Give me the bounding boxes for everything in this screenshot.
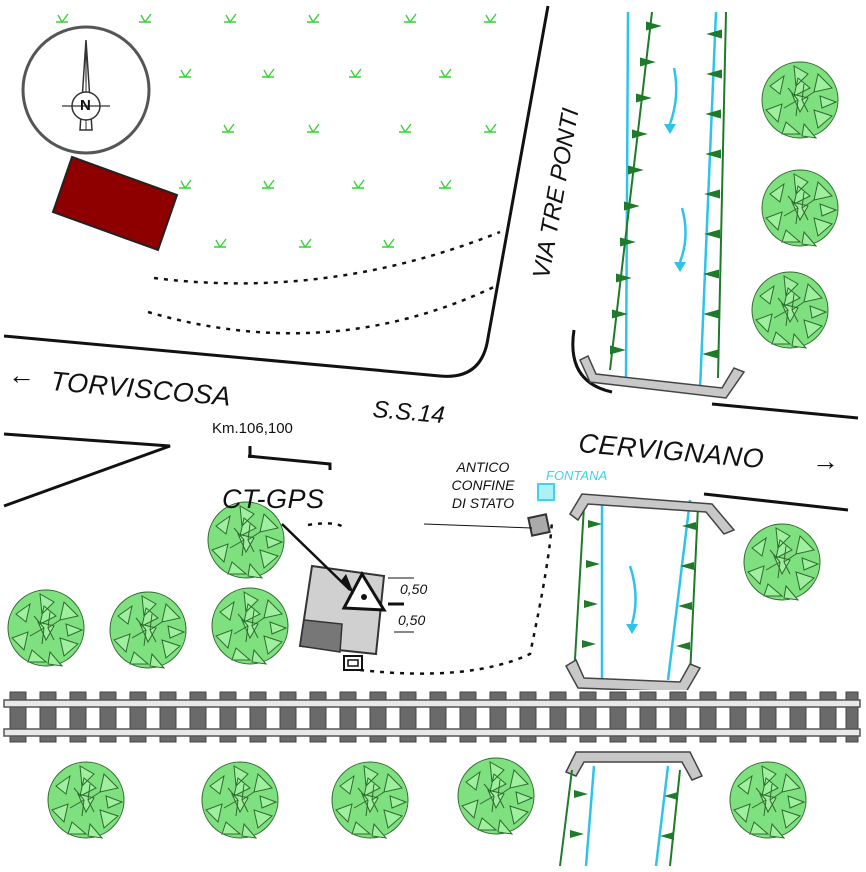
arrow-right-cervignano: → <box>812 446 840 477</box>
label-antico-confine: ANTICO CONFINE DI STATO <box>436 458 530 512</box>
label-fontana: FONTANA <box>546 468 608 483</box>
compass-letter-n: N <box>80 97 91 114</box>
compass-icon <box>21 25 151 155</box>
label-dimension-top: 0,50 <box>400 581 428 597</box>
canal-upper <box>609 11 727 391</box>
boundary-leader <box>423 523 533 529</box>
fountain-icon <box>537 483 555 501</box>
bridge-upper <box>579 354 746 399</box>
road-ss14 <box>3 5 859 512</box>
label-ct-gps: CT-GPS <box>222 484 325 514</box>
label-di-stato: DI STATO <box>451 495 515 511</box>
label-antico: ANTICO <box>456 459 510 475</box>
label-confine: CONFINE <box>451 477 515 493</box>
canal-lower <box>564 493 736 693</box>
arrow-right-icon: → <box>812 446 840 476</box>
arrow-left-torviscosa: ← <box>8 360 36 391</box>
canal-bottom <box>559 751 704 867</box>
water-flow-arrow-icon <box>668 67 687 263</box>
boundary-stone-icon <box>527 513 551 537</box>
station-marker-icon <box>281 523 414 671</box>
label-dimension-bottom: 0,50 <box>398 612 426 628</box>
railway <box>3 690 861 744</box>
building <box>51 155 179 252</box>
dotted-paths <box>147 230 554 675</box>
arrow-left-icon: ← <box>8 360 36 390</box>
label-km: Km.106,100 <box>212 420 293 437</box>
